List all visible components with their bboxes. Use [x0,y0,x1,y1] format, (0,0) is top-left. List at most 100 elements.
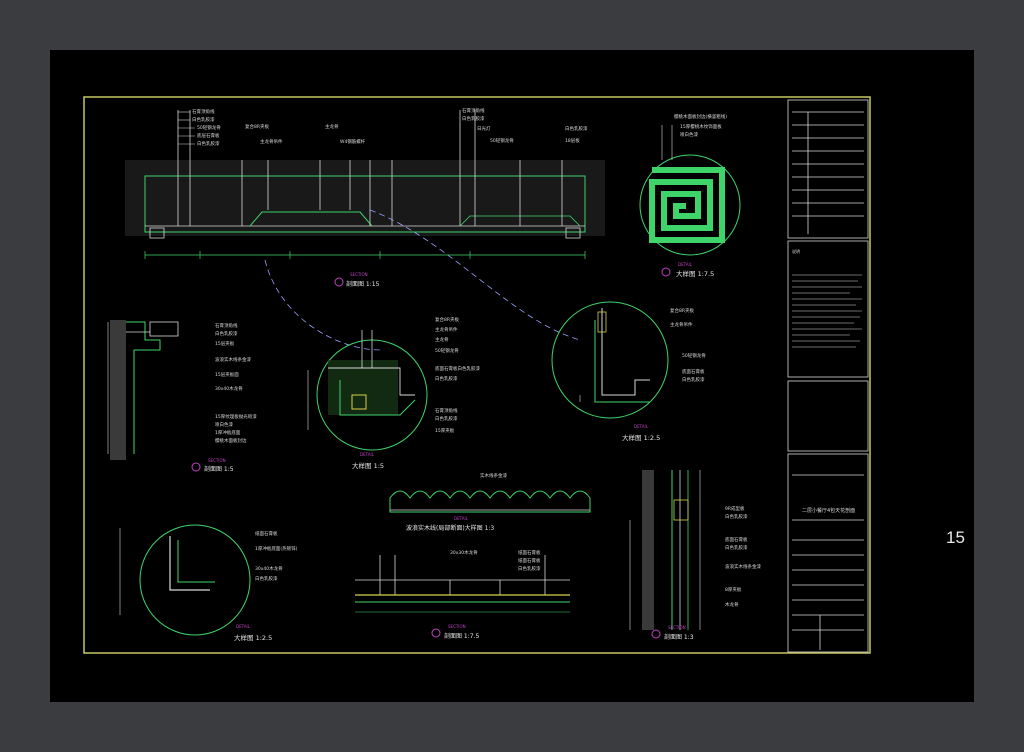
caption-detail-1-7-5: DETAIL 大样图 1:7.5 [661,262,714,278]
svg-text:DETAIL: DETAIL [236,624,251,629]
svg-text:15层夹板面: 15层夹板面 [215,371,239,378]
svg-text:SECTION: SECTION [448,624,466,629]
svg-text:50轻钢龙骨: 50轻钢龙骨 [490,137,514,144]
svg-text:主龙骨吊件: 主龙骨吊件 [260,138,283,145]
center-detail-annotations: 复合8R夹板 主龙骨吊件 主龙骨 50轻钢龙骨 底面石膏板白色乳胶漆 白色乳胶漆… [435,316,480,434]
svg-text:50轻钢龙骨: 50轻钢龙骨 [682,352,706,359]
svg-text:白色乳胶漆: 白色乳胶漆 [462,115,485,122]
svg-text:15厚樱桃木纹饰面板: 15厚樱桃木纹饰面板 [680,123,722,130]
caption-section-1-3: SECTION 剖面图 1:3 [651,625,694,641]
svg-text:底面石膏板白色乳胶漆: 底面石膏板白色乳胶漆 [435,365,480,372]
svg-text:1厚冲板底面: 1厚冲板底面 [215,429,241,436]
page-number: 15 [946,528,965,547]
svg-text:30x30木龙骨: 30x30木龙骨 [450,549,478,556]
svg-text:1厚冲板底面(热镀锌): 1厚冲板底面(热镀锌) [255,545,298,552]
svg-text:主龙骨: 主龙骨 [435,336,449,343]
svg-text:15厚夹板: 15厚夹板 [435,427,455,434]
svg-text:剖面图 1:5: 剖面图 1:5 [204,465,234,473]
right-detail-annotations: 复合8R夹板 主龙骨吊件 50轻钢龙骨 底面石膏板 白色乳胶漆 [670,307,706,383]
lower-left-detail-geometry [119,524,251,636]
svg-text:石膏顶角线: 石膏顶角线 [192,108,215,115]
svg-text:复合8R夹板: 复合8R夹板 [670,307,694,314]
caption-section-1-5: SECTION 剖面图 1:5 [191,458,234,473]
svg-text:白色乳胶漆: 白色乳胶漆 [725,513,748,520]
top-right-annotations: 石膏顶角线 白色乳胶漆 日光灯 50轻钢龙骨 白色乳胶漆 18层板 [462,107,588,144]
svg-text:大样图 1:7.5: 大样图 1:7.5 [676,269,714,278]
svg-text:50轻钢龙骨: 50轻钢龙骨 [197,124,221,131]
svg-text:主龙骨吊件: 主龙骨吊件 [670,321,693,328]
top-section-geometry [125,110,605,259]
lower-right-annotations: 9R成型板 白色乳胶漆 底面石膏板 白色乳胶漆 波浪实木线条金漆 8厚夹板 木龙… [725,505,761,608]
svg-text:15层夹板: 15层夹板 [215,340,235,347]
svg-text:白色乳胶漆: 白色乳胶漆 [197,140,220,147]
pattern-detail [639,125,741,256]
svg-text:波浪实木线条金漆: 波浪实木线条金漆 [725,563,761,570]
svg-text:石膏顶角线: 石膏顶角线 [215,322,238,329]
svg-text:复合8R夹板: 复合8R夹板 [435,316,459,323]
svg-text:白色乳胶漆: 白色乳胶漆 [565,125,588,132]
top-left-annotations: 石膏顶角线 白色乳胶漆 50轻钢龙骨 底层石膏板 白色乳胶漆 [192,108,221,147]
lower-left-annotations: 纸面石膏板 1厚冲板底面(热镀锌) 30x40木龙骨 白色乳胶漆 [255,530,298,582]
notes-heading: 说明 [792,248,800,254]
svg-text:纸面石膏板: 纸面石膏板 [518,549,541,556]
title-block [787,99,869,653]
svg-text:石膏顶角线: 石膏顶角线 [435,407,458,414]
svg-text:白色乳胶漆: 白色乳胶漆 [518,565,541,572]
svg-text:底面石膏板: 底面石膏板 [725,536,748,543]
caption-detail-1-2-5-b: DETAIL 大样图 1:2.5 [234,624,272,642]
svg-text:SECTION: SECTION [668,625,686,630]
svg-text:樱桃木面板封边(横竖粗线): 樱桃木面板封边(横竖粗线) [674,113,727,120]
detail-callout-arc [264,259,381,351]
svg-text:DETAIL: DETAIL [360,452,375,457]
svg-text:剖面图 1:7.5: 剖面图 1:7.5 [444,632,479,640]
svg-text:喷白色漆: 喷白色漆 [215,421,233,428]
svg-text:白色乳胶漆: 白色乳胶漆 [215,330,238,337]
top-mid-annotations: 复合8R夹板 主龙骨吊件 主龙骨 W4钢筋螺杆 [245,123,366,145]
svg-text:纸面石膏板: 纸面石膏板 [518,557,541,564]
svg-text:主龙骨: 主龙骨 [325,123,339,130]
drawing-border [83,96,871,654]
svg-text:8厚夹板: 8厚夹板 [725,586,742,593]
svg-text:纸面石膏板: 纸面石膏板 [255,530,278,537]
svg-text:30x40木龙骨: 30x40木龙骨 [255,565,283,572]
caption-section-1-7-5: SECTION 剖面图 1:7.5 [431,624,479,640]
left-section-annotations: 石膏顶角线 白色乳胶漆 15层夹板 波浪实木线条金漆 15层夹板面 30x40木… [215,322,257,444]
svg-text:剖面图 1:3: 剖面图 1:3 [664,633,694,641]
center-detail-geometry [307,330,428,451]
lower-mid-section-geometry [355,555,570,613]
svg-text:50轻钢龙骨: 50轻钢龙骨 [435,347,459,354]
drawing-name: 二层小餐厅4包天花剖面 [802,507,855,514]
svg-text:底层石膏板: 底层石膏板 [197,132,220,139]
svg-text:主龙骨吊件: 主龙骨吊件 [435,326,458,333]
svg-text:复合8R夹板: 复合8R夹板 [245,123,269,130]
svg-text:木龙骨: 木龙骨 [725,601,739,608]
svg-text:波浪实木线(局部断面)大样图 1:3: 波浪实木线(局部断面)大样图 1:3 [406,524,494,532]
drawing-sheet: 说明 二层小餐厅4包天花剖面 [50,50,974,702]
svg-text:日光灯: 日光灯 [477,125,491,132]
svg-text:30x40木龙骨: 30x40木龙骨 [215,385,243,392]
svg-text:白色乳胶漆: 白色乳胶漆 [682,376,705,383]
left-section-geometry [107,320,179,460]
notes-text [792,274,862,348]
svg-text:18层板: 18层板 [565,137,580,144]
lower-mid-annotations: 30x30木龙骨 纸面石膏板 纸面石膏板 白色乳胶漆 [450,549,541,572]
caption-section-1-15: SECTION 剖面图 1:15 [334,272,380,288]
svg-text:白色乳胶漆: 白色乳胶漆 [435,415,458,422]
caption-wave-detail: DETAIL 波浪实木线(局部断面)大样图 1:3 [406,516,494,532]
svg-text:白色乳胶漆: 白色乳胶漆 [255,575,278,582]
svg-text:樱桃木面板封边: 樱桃木面板封边 [215,437,247,444]
svg-text:15厚纹理板抛光喷漆: 15厚纹理板抛光喷漆 [215,413,257,420]
svg-text:DETAIL: DETAIL [454,516,469,521]
svg-text:SECTION: SECTION [350,272,368,277]
wave-annotation: 实木线条金漆 [480,472,507,479]
caption-detail-1-2-5-a: DETAIL 大样图 1:2.5 [622,424,660,442]
cad-drawing: 说明 二层小餐厅4包天花剖面 [83,96,871,654]
svg-text:底面石膏板: 底面石膏板 [682,368,705,375]
svg-text:白色乳胶漆: 白色乳胶漆 [192,116,215,123]
lower-right-section-geometry [629,470,701,630]
caption-detail-1-5: DETAIL 大样图 1:5 [352,452,384,470]
detail-callout-arc [369,209,581,341]
svg-text:石膏顶角线: 石膏顶角线 [462,107,485,114]
wave-detail-geometry [389,490,591,513]
svg-text:W4钢筋螺杆: W4钢筋螺杆 [340,138,366,145]
